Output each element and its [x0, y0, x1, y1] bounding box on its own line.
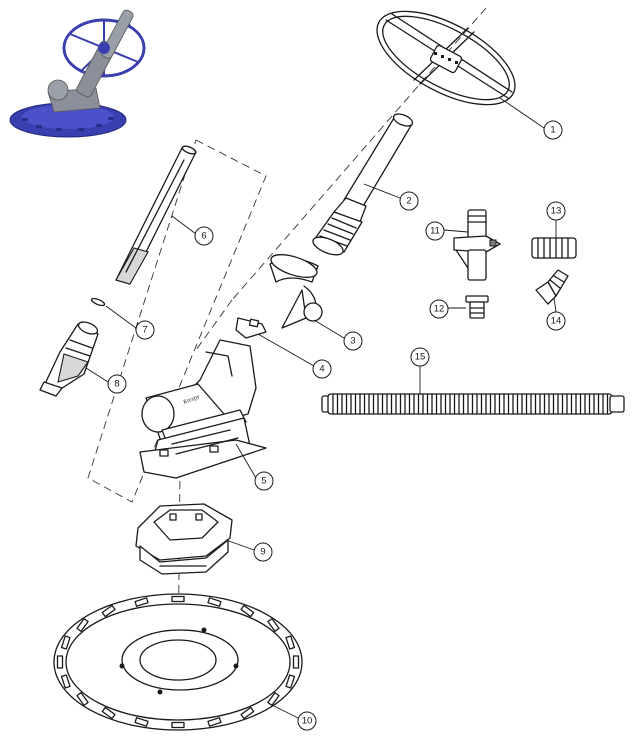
disc-slot	[101, 604, 116, 618]
disc-slot	[171, 721, 185, 729]
disc-slot	[171, 595, 185, 603]
part-2-swivel-hose-connector	[312, 113, 414, 256]
disc-slot	[267, 692, 280, 707]
svg-text:9: 9	[260, 547, 265, 558]
disc-slot	[267, 617, 280, 632]
disc-slot	[76, 692, 89, 707]
disc-slot	[134, 717, 149, 727]
part-12-hose-adaptor	[465, 295, 489, 319]
callout-15: 15	[410, 347, 430, 367]
disc-slot	[292, 655, 300, 669]
disc-slot	[207, 717, 222, 727]
svg-text:13: 13	[551, 206, 562, 217]
svg-text:14: 14	[551, 316, 562, 327]
part-13-hose-coupling	[531, 237, 577, 259]
svg-text:4: 4	[319, 364, 324, 375]
callout-14: 14	[546, 311, 566, 331]
assembly-axis	[87, 7, 487, 681]
callout-10: 10	[297, 711, 317, 731]
disc-slot	[285, 635, 296, 650]
assembled-cleaner-photo	[9, 9, 146, 138]
callout-5: 5	[254, 471, 274, 491]
callout-8: 8	[107, 374, 127, 394]
callout-11: 11	[425, 221, 445, 241]
part-15-hose-section	[321, 393, 625, 415]
part-14-elbow	[535, 269, 569, 305]
disc-slot	[101, 706, 116, 720]
part-4-swivel-ring	[235, 317, 267, 339]
callout-7: 7	[135, 320, 155, 340]
disc-slot	[134, 597, 149, 607]
part-6-extension-tube	[115, 145, 197, 285]
callout-9: 9	[253, 542, 273, 562]
svg-text:12: 12	[434, 304, 445, 315]
part-7-o-ring	[90, 297, 106, 307]
disc-slot	[60, 635, 71, 650]
callout-3: 3	[343, 331, 363, 351]
svg-text:7: 7	[142, 325, 147, 336]
part-3-cone-weight	[269, 254, 323, 329]
part-11-flow-regulator	[453, 209, 501, 281]
callout-2: 2	[399, 191, 419, 211]
part-8-hose-cone	[39, 321, 99, 397]
leader-lines	[85, 97, 557, 719]
part-1-wheel-deflector	[376, 10, 516, 106]
svg-text:6: 6	[201, 231, 206, 242]
callout-4: 4	[312, 359, 332, 379]
svg-text:11: 11	[430, 226, 440, 237]
disc-slot	[60, 674, 71, 689]
part-10-disc	[53, 593, 303, 731]
disc-slot	[76, 617, 89, 632]
disc-slot	[240, 706, 255, 720]
callout-bubbles: 1 2 3 4 5 6 7 8 9 10 11 12 13 14 15	[107, 120, 566, 731]
callout-12: 12	[429, 299, 449, 319]
svg-text:15: 15	[415, 352, 426, 363]
callout-6: 6	[194, 226, 214, 246]
svg-text:3: 3	[350, 336, 355, 347]
part-5-cleaner-head: Kreepy	[139, 339, 267, 479]
callout-1: 1	[543, 120, 563, 140]
disc-slot	[285, 674, 296, 689]
svg-text:5: 5	[261, 476, 266, 487]
disc-slot	[207, 597, 222, 607]
svg-text:10: 10	[302, 716, 313, 727]
svg-text:2: 2	[406, 196, 411, 207]
disc-slot	[56, 655, 64, 669]
svg-text:8: 8	[114, 379, 119, 390]
svg-text:1: 1	[550, 125, 555, 136]
callout-13: 13	[546, 201, 566, 221]
part-9-foot-pad	[135, 503, 233, 575]
disc-slot	[240, 604, 255, 618]
